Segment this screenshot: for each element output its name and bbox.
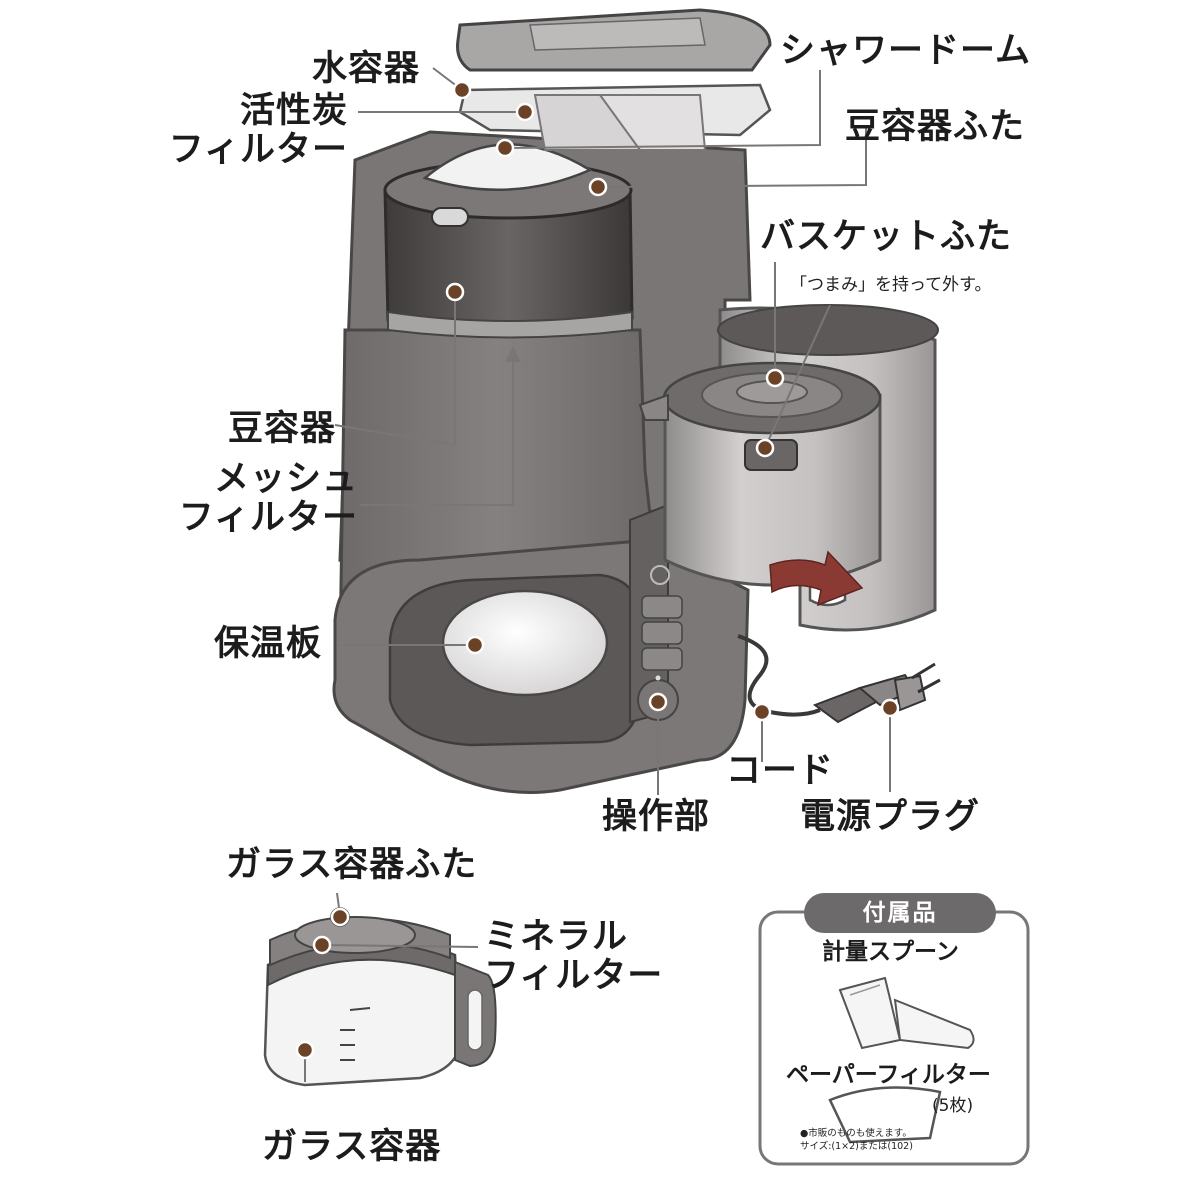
label-basket-lid: バスケットふた xyxy=(760,217,1013,257)
accessory-note-line2: サイズ:(1×2)または(102) xyxy=(800,1140,913,1152)
accessories-title-badge: 付属品 xyxy=(804,893,996,933)
label-glass-container-lid: ガラス容器ふた xyxy=(226,845,478,885)
label-measuring-spoon: 計量スプーン xyxy=(822,939,959,965)
mesh-filter-arrowhead xyxy=(505,346,521,362)
label-water-container: 水容器 xyxy=(312,49,421,89)
label-cord: コード xyxy=(726,751,835,791)
marker-mineral-filter xyxy=(312,935,332,955)
label-mesh-filter-line1: メッシュ xyxy=(213,459,358,499)
label-bean-container: 豆容器 xyxy=(228,409,337,449)
cord-and-plug-shape xyxy=(737,634,941,724)
removal-arrow xyxy=(769,550,864,607)
label-charcoal-filter: 活性炭 フィルター xyxy=(168,91,348,171)
label-mineral-filter-line2: フィルター xyxy=(484,956,664,997)
marker-warming-plate xyxy=(465,635,485,655)
glass-carafe-shape xyxy=(263,907,497,1087)
label-bean-container-lid: 豆容器ふた xyxy=(845,107,1026,147)
marker-bean-container xyxy=(445,282,465,302)
label-power-plug: 電源プラグ xyxy=(800,797,981,837)
label-mineral-filter: ミネラル フィルター xyxy=(484,917,664,997)
warming-plate-shape xyxy=(441,589,609,697)
label-paper-filter-qty: (5枚) xyxy=(932,1096,974,1116)
leader-lines xyxy=(304,67,891,1082)
marker-power-plug xyxy=(880,698,900,718)
marker-charcoal-filter xyxy=(515,102,535,122)
label-mesh-filter: メッシュ フィルター xyxy=(170,459,358,539)
basket-shape xyxy=(638,304,939,632)
marker-basket-lid xyxy=(765,368,785,388)
bean-container-shape xyxy=(383,143,634,339)
measuring-spoon-shape xyxy=(838,976,975,1050)
label-charcoal-filter-line1: 活性炭 xyxy=(239,91,348,131)
label-shower-dome: シャワードーム xyxy=(780,31,1031,71)
label-warming-plate: 保温板 xyxy=(214,624,323,664)
label-control-panel: 操作部 xyxy=(602,797,711,837)
label-basket-lid-note: 「つまみ」を持って外す。 xyxy=(790,275,992,295)
marker-bean-lid xyxy=(588,177,608,197)
water-container-shape xyxy=(456,8,772,151)
marker-shower-dome xyxy=(495,138,515,158)
marker-water-container xyxy=(452,80,472,100)
marker-cord xyxy=(752,702,772,722)
accessory-note-line1: ●市販のものも使えます。 xyxy=(800,1128,912,1139)
control-panel-shape xyxy=(629,503,683,724)
label-mesh-filter-line2: フィルター xyxy=(178,498,358,539)
accessory-note: ●市販のものも使えます。 サイズ:(1×2)または(102) xyxy=(800,1128,913,1154)
label-charcoal-filter-line2: フィルター xyxy=(168,130,348,171)
marker-control-panel xyxy=(648,692,668,712)
marker-dots xyxy=(295,80,900,1060)
label-paper-filter: ペーパーフィルター xyxy=(786,1062,991,1088)
label-mineral-filter-line1: ミネラル xyxy=(484,917,629,957)
marker-glass-container xyxy=(295,1040,315,1060)
label-glass-container: ガラス容器 xyxy=(262,1127,442,1167)
marker-knob xyxy=(755,438,775,458)
paper-filter-shape xyxy=(828,1086,942,1144)
marker-glass-lid xyxy=(330,907,350,927)
